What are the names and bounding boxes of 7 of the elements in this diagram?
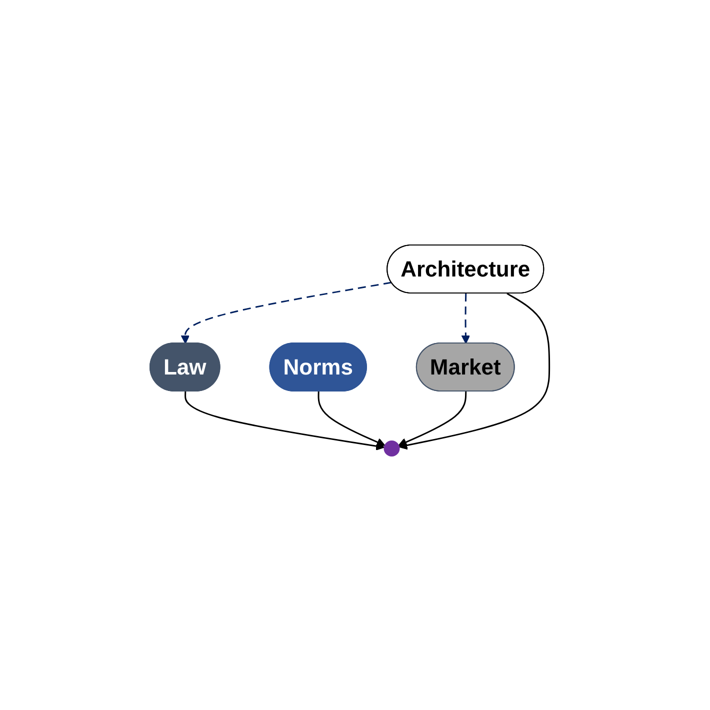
arrow — [318, 390, 386, 446]
arrow — [181, 281, 392, 344]
arrow — [399, 292, 550, 450]
node-circle — [384, 440, 400, 456]
arrow — [462, 292, 470, 344]
arrow — [184, 390, 386, 450]
arrow — [398, 390, 467, 446]
